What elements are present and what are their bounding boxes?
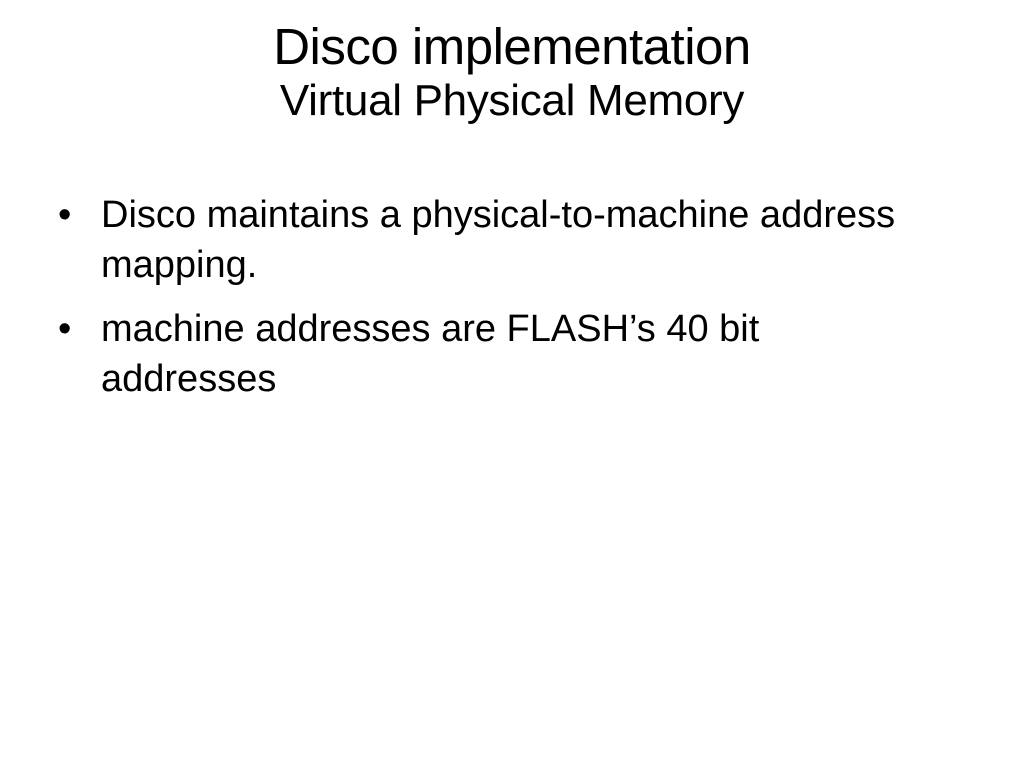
bullet-text: Disco maintains a physical-to-machine ad… bbox=[101, 194, 896, 286]
bullet-list: • Disco maintains a physical-to-machine … bbox=[58, 190, 958, 418]
slide-title: Disco implementation bbox=[273, 18, 751, 75]
bullet-text: machine addresses are FLASH’s 40 bit add… bbox=[101, 308, 760, 400]
bullet-marker: • bbox=[58, 308, 72, 350]
slide-subtitle: Virtual Physical Memory bbox=[279, 76, 745, 125]
bullet-item: • Disco maintains a physical-to-machine … bbox=[58, 190, 958, 290]
bullet-marker: • bbox=[58, 194, 72, 236]
bullet-item: • machine addresses are FLASH’s 40 bit a… bbox=[58, 304, 958, 404]
title-block: Disco implementation Virtual Physical Me… bbox=[0, 18, 1024, 126]
